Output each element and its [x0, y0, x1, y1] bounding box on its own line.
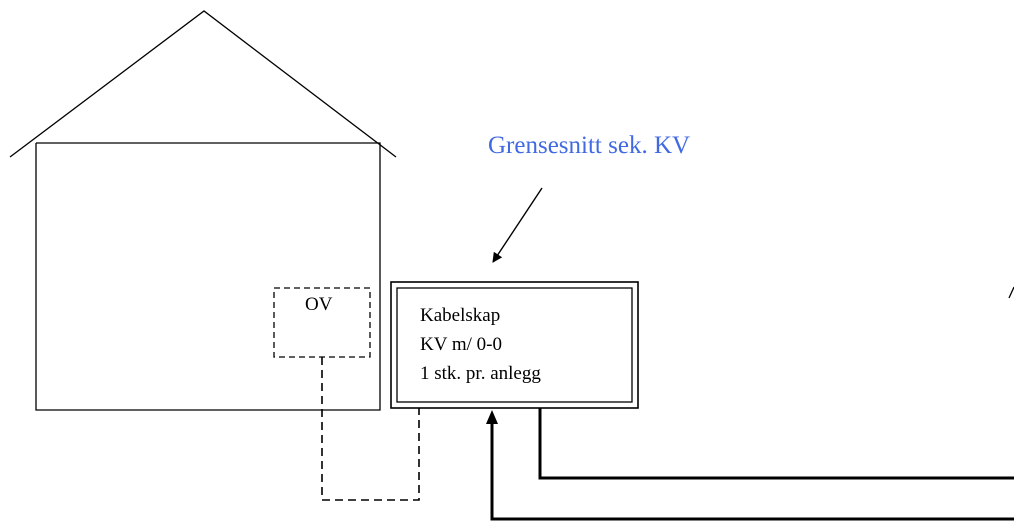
cabinet-line-2: KV m/ 0-0 — [420, 334, 502, 355]
interface-arrow — [492, 187, 543, 263]
house-body — [35, 142, 381, 411]
right-edge-mark — [1008, 286, 1014, 299]
cabinet-text: Kabelskap KV m/ 0-0 1 stk. pr. anlegg — [420, 301, 541, 388]
interface-label: Grensesnitt sek. KV — [488, 132, 691, 159]
incoming-cable-arrowhead — [486, 410, 498, 424]
cabinet-line-1: Kabelskap — [420, 305, 501, 326]
outgoing-cable — [538, 408, 1014, 480]
ov-box — [273, 287, 371, 358]
cabinet-inner-border — [396, 287, 633, 403]
cabinet-outer-border — [390, 281, 639, 409]
ov-label: OV — [305, 294, 333, 315]
incoming-cable — [490, 424, 1014, 521]
dashed-cable — [321, 357, 420, 501]
house-roof — [9, 10, 397, 158]
cabinet-line-3: 1 stk. pr. anlegg — [420, 363, 541, 384]
